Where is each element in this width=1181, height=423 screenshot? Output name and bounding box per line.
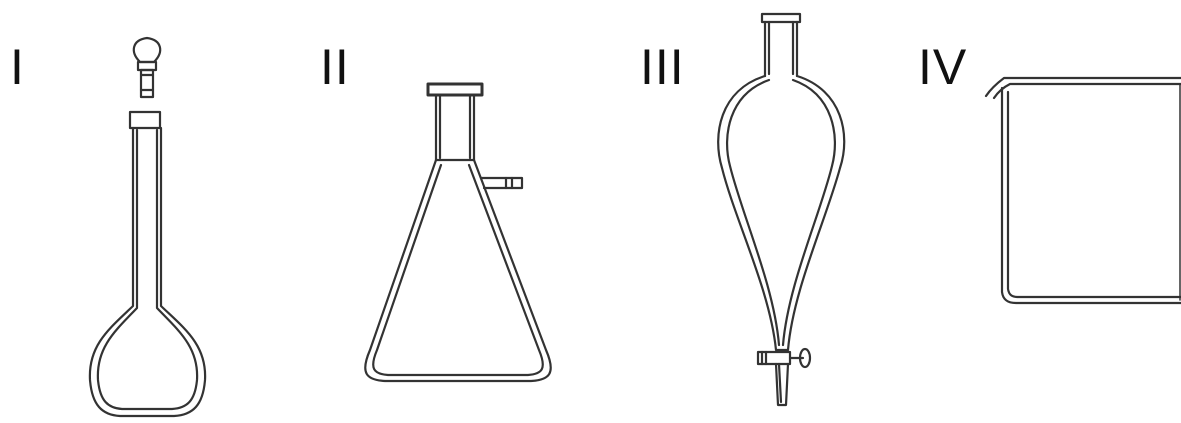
beaker-icon: [984, 76, 1181, 305]
label-i: I: [10, 39, 25, 95]
label-ii: II: [320, 39, 350, 95]
separatory-funnel-icon: [717, 12, 846, 407]
label-iii: III: [640, 39, 685, 95]
volumetric-flask-icon: [88, 36, 207, 418]
label-iv: IV: [918, 39, 968, 95]
filter-flask-icon: [364, 82, 552, 383]
